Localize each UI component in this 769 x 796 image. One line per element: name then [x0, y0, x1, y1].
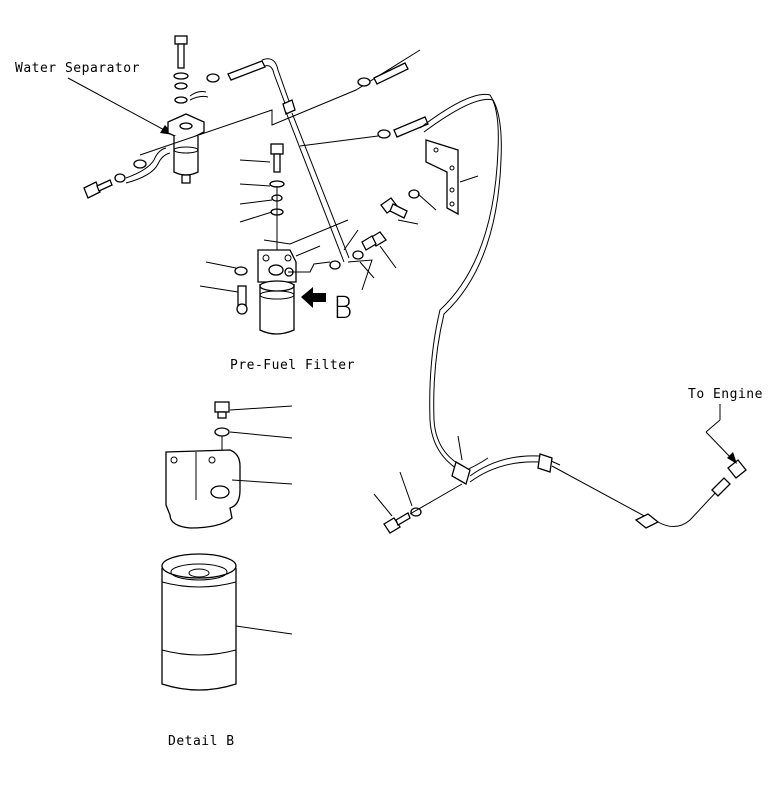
- water-separator-label: Water Separator: [15, 61, 140, 76]
- engine-connector: [727, 459, 747, 479]
- hose-clamp: [537, 453, 553, 473]
- water-separator: [83, 35, 296, 199]
- callout-leaders: [199, 159, 341, 293]
- view-b-letter: B: [333, 291, 353, 326]
- bracket-bolts: [343, 189, 437, 291]
- fuel-hose: [657, 489, 719, 527]
- detail-b-leaders: [229, 405, 293, 635]
- hose-clamp: [373, 435, 471, 534]
- hose-fitting: [711, 477, 731, 497]
- fuel-hose: [469, 461, 541, 483]
- harness: [551, 465, 649, 519]
- to-engine-arrow: [705, 404, 737, 464]
- fuel-hose: [423, 98, 502, 467]
- fuel-line: [285, 111, 345, 263]
- detail-b-label: Detail B: [168, 734, 235, 749]
- pre-fuel-filter-label: Pre-Fuel Filter: [230, 358, 355, 373]
- mounting-bracket: [425, 139, 479, 216]
- water-separator-leader: [67, 77, 174, 135]
- connector: [634, 513, 660, 529]
- stud-bolt: [299, 62, 429, 147]
- fuel-line: [291, 112, 350, 259]
- detail-b-assembly: [161, 401, 241, 691]
- view-b-arrow: [301, 287, 326, 308]
- pre-fuel-filter: [234, 143, 349, 335]
- to-engine-label: To Engine: [688, 387, 763, 402]
